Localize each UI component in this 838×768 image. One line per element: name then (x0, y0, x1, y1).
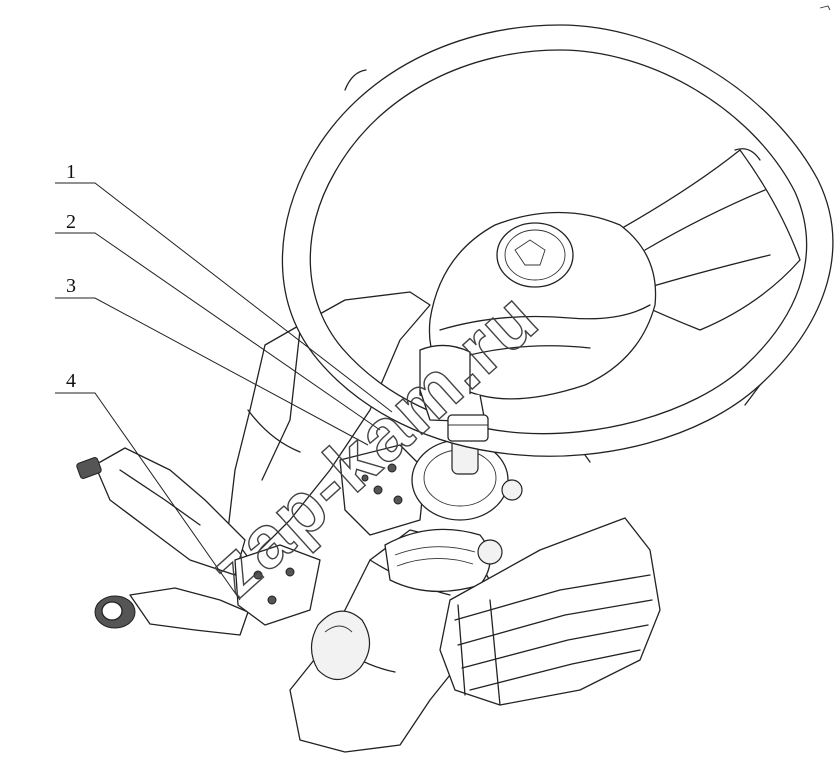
callout-4: 4 (66, 370, 76, 392)
callout-3: 3 (66, 275, 76, 297)
lower-stalk-switch (94, 587, 249, 636)
steering-shaft (447, 414, 489, 442)
steering-wheel (281, 24, 834, 463)
callout-2: 2 (66, 211, 76, 233)
callout-leaders (55, 182, 393, 601)
adjustment-knob (310, 610, 371, 681)
callout-1: 1 (66, 161, 76, 183)
column-shroud (227, 291, 431, 561)
callout-labels: 1 2 3 4 (66, 161, 76, 392)
mounting-bracket (234, 444, 426, 626)
corner-mark (819, 5, 831, 11)
lower-cover (439, 517, 661, 706)
left-stalk-switch (76, 447, 246, 576)
